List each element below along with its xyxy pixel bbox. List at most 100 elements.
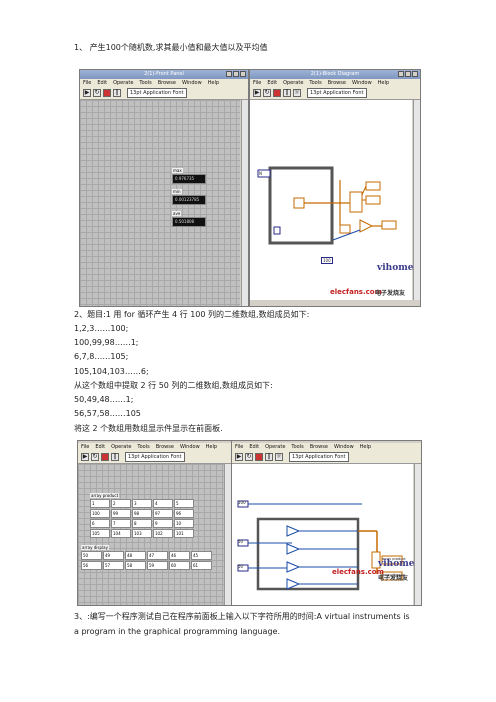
array-cell: 46 <box>169 551 190 560</box>
menu-operate[interactable]: Operate <box>265 444 286 450</box>
run-continuous-icon[interactable]: ↻ <box>245 453 253 461</box>
watermark-vihome: vihome <box>377 263 414 273</box>
array-cell: 102 <box>153 529 173 538</box>
menu-help[interactable]: Help <box>377 80 390 86</box>
question-2-line-2: 1,2,3……100; <box>74 324 129 333</box>
toolbar: ▶ ↻ ‖ ☼ 13pt Application Font <box>232 451 421 464</box>
run-continuous-icon[interactable]: ↻ <box>91 453 99 461</box>
menu-edit[interactable]: Edit <box>267 80 278 86</box>
pause-icon[interactable]: ‖ <box>283 89 291 97</box>
max-indicator: 0.976735 <box>172 174 206 184</box>
menu-browse[interactable]: Browse <box>309 444 328 450</box>
menu-edit[interactable]: Edit <box>95 444 106 450</box>
menu-browse[interactable]: Browse <box>157 80 176 86</box>
menu-window[interactable]: Window <box>333 444 354 450</box>
menu-window[interactable]: Window <box>351 80 372 86</box>
menu-help[interactable]: Help <box>207 80 220 86</box>
pause-icon[interactable]: ‖ <box>265 453 273 461</box>
array-cell: 56 <box>81 561 102 570</box>
block-diagram-window-1: 2(1)-Block Diagram File Edit Operate Too… <box>249 69 421 307</box>
pause-icon[interactable]: ‖ <box>113 89 121 97</box>
menu-edit[interactable]: Edit <box>97 80 108 86</box>
font-select[interactable]: 13pt Application Font <box>127 88 187 98</box>
watermark-vihome: vihome <box>378 559 415 569</box>
array-cell: 9 <box>153 519 173 528</box>
highlight-icon[interactable]: ☼ <box>275 453 283 461</box>
constant-100: 100 <box>321 257 333 264</box>
menu-operate[interactable]: Operate <box>283 80 304 86</box>
array-cell: 60 <box>169 561 190 570</box>
menu-file[interactable]: File <box>253 80 262 86</box>
block-diagram-window-2: File Edit Operate Tools Browse Window He… <box>231 440 422 606</box>
array-display-label: array display <box>81 545 109 550</box>
menu-tools[interactable]: Tools <box>137 444 150 450</box>
array-cell: 7 <box>111 519 131 528</box>
menu-operate[interactable]: Operate <box>111 444 132 450</box>
run-continuous-icon[interactable]: ↻ <box>263 89 271 97</box>
run-arrow-icon[interactable]: ▶ <box>253 89 261 97</box>
menu-tools[interactable]: Tools <box>139 80 152 86</box>
loop-count-terminal: N <box>259 171 262 176</box>
array-cell: 2 <box>111 499 131 508</box>
vertical-scrollbar[interactable] <box>241 100 248 306</box>
menu-help[interactable]: Help <box>359 444 372 450</box>
array-cell: 99 <box>111 509 131 518</box>
question-2-line-5: 105,104,103……6; <box>74 367 149 376</box>
menu-window[interactable]: Window <box>179 444 200 450</box>
run-arrow-icon[interactable]: ▶ <box>83 89 91 97</box>
font-select[interactable]: 13pt Application Font <box>307 88 367 98</box>
question-1-text: 1、 产生100个随机数,求其最小值和最大值以及平均值 <box>74 43 268 52</box>
menu-file[interactable]: File <box>235 444 244 450</box>
run-continuous-icon[interactable]: ↻ <box>93 89 101 97</box>
menu-tools[interactable]: Tools <box>309 80 322 86</box>
menu-bar: File Edit Operate Tools Browse Window He… <box>78 443 231 451</box>
block-diagram-wiring <box>257 166 397 245</box>
vertical-scrollbar[interactable] <box>414 464 421 605</box>
question-2-line-6: 从这个数组中提取 2 行 50 列的二维数组,数组成员如下: <box>74 381 273 390</box>
array-product-terminal: array product <box>382 557 406 561</box>
toolbar: ▶ ↻ ‖ ☼ 13pt Application Font <box>250 87 420 100</box>
menu-operate[interactable]: Operate <box>113 80 134 86</box>
array-cell: 3 <box>132 499 152 508</box>
front-panel-window-2: File Edit Operate Tools Browse Window He… <box>77 440 232 606</box>
vertical-scrollbar[interactable] <box>413 100 420 300</box>
array-cell: 104 <box>111 529 131 538</box>
question-2-line-8: 56,57,58……105 <box>74 409 141 418</box>
watermark-site-cn: 电子发烧友 <box>375 290 406 297</box>
menu-window[interactable]: Window <box>181 80 202 86</box>
font-select[interactable]: 13pt Application Font <box>125 452 185 462</box>
run-arrow-icon[interactable]: ▶ <box>235 453 243 461</box>
abort-icon[interactable] <box>103 89 111 97</box>
watermark-site: elecfans.com <box>332 568 384 576</box>
array-cell: 47 <box>147 551 168 560</box>
menu-file[interactable]: File <box>83 80 92 86</box>
menu-help[interactable]: Help <box>205 444 218 450</box>
pause-icon[interactable]: ‖ <box>111 453 119 461</box>
ave-indicator: 0.501808 <box>172 217 206 227</box>
watermark-site-cn: 电子发烧友 <box>378 575 409 582</box>
array-product-label: array product <box>90 493 120 498</box>
menu-tools[interactable]: Tools <box>291 444 304 450</box>
constant-100: 100 <box>238 500 246 505</box>
block-diagram-canvas: N 100 <box>250 100 412 300</box>
abort-icon[interactable] <box>255 453 263 461</box>
highlight-icon[interactable]: ☼ <box>293 89 301 97</box>
run-arrow-icon[interactable]: ▶ <box>81 453 89 461</box>
abort-icon[interactable] <box>101 453 109 461</box>
array-cell: 59 <box>147 561 168 570</box>
menu-bar: File Edit Operate Tools Browse Window He… <box>80 79 248 87</box>
abort-icon[interactable] <box>273 89 281 97</box>
menu-edit[interactable]: Edit <box>249 444 260 450</box>
array-cell: 1 <box>90 499 110 508</box>
array-cell: 98 <box>132 509 152 518</box>
menu-browse[interactable]: Browse <box>155 444 174 450</box>
menu-file[interactable]: File <box>81 444 90 450</box>
array-cell: 105 <box>90 529 110 538</box>
font-select[interactable]: 13pt Application Font <box>289 452 349 462</box>
constant-50-b: 50 <box>238 564 244 569</box>
menu-browse[interactable]: Browse <box>327 80 346 86</box>
max-label: max <box>172 168 183 173</box>
vertical-scrollbar[interactable] <box>224 464 231 605</box>
question-2-line-9: 将这 2 个数组用数组显示件显示在前面板. <box>74 424 223 433</box>
front-panel-grid <box>80 100 240 306</box>
